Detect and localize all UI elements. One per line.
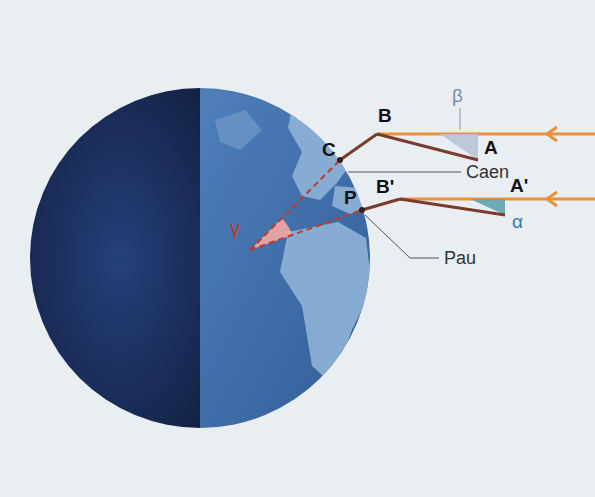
point-label: A xyxy=(484,138,498,157)
angle-label: β xyxy=(452,86,463,105)
city-label: Caen xyxy=(466,163,509,181)
angle-label: α xyxy=(512,212,523,231)
point-label: A' xyxy=(510,176,528,195)
point-label: P xyxy=(344,188,357,207)
angle-label: γ xyxy=(230,218,240,238)
globe xyxy=(0,80,400,440)
point-label: B' xyxy=(376,177,394,196)
city-label: Pau xyxy=(444,249,476,267)
point-label: B xyxy=(378,106,392,125)
point-label: C xyxy=(322,140,336,159)
